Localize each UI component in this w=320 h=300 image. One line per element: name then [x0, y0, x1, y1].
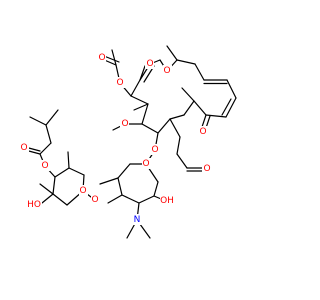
- mycarose-ring-bonds: [39, 151, 96, 206]
- structure-canvas: O O O O O O O O O O O O O HO OH N: [20, 45, 237, 239]
- atom-labels: O O O O O O O O O O O O O HO OH N: [20, 52, 211, 225]
- n-dimethylamino-label: N: [134, 215, 141, 225]
- o-ketone-label: O: [199, 127, 206, 137]
- o-acetyl-carbonyl-label: O: [98, 53, 105, 63]
- o-acetyl-ester-label: O: [116, 78, 123, 88]
- macrolide-ring-bonds: [130, 59, 237, 134]
- o-hydroxy-mycarose-label: HO: [27, 200, 41, 210]
- o-interglycoside-label: O: [91, 195, 98, 205]
- molecule-structure: O O O O O O O O O O O O O HO OH N: [20, 45, 237, 239]
- o-hydroxy-mycaminose-label: OH: [160, 196, 174, 206]
- o-aldehyde-label: O: [203, 164, 210, 174]
- o-methoxy-label: O: [121, 119, 128, 129]
- o-isovalerate-ester-label: O: [41, 161, 48, 171]
- o-ring-ester-label: O: [163, 66, 170, 76]
- isovalerate-bonds: [24, 109, 59, 167]
- o-mycaminose-ring-label: O: [142, 159, 149, 169]
- o-ring-carbonyl-label: O: [146, 59, 153, 69]
- o-isovalerate-carbonyl-label: O: [20, 143, 27, 153]
- o-glycoside-label: O: [151, 145, 158, 155]
- o-mycarose-ring-label: O: [79, 186, 86, 196]
